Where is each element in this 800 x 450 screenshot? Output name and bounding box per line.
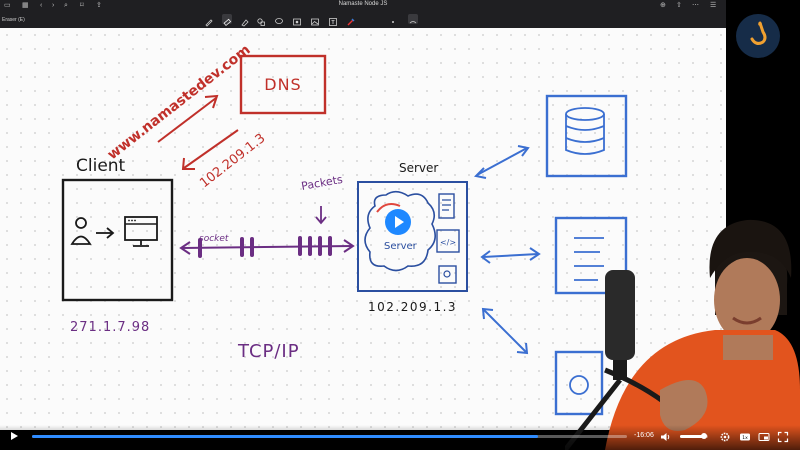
color-picker-icon[interactable] <box>346 14 356 26</box>
image-insert-icon[interactable] <box>310 14 320 26</box>
whiteboard-canvas[interactable] <box>0 28 726 430</box>
namaste-dev-logo <box>736 14 780 58</box>
window-title-bar: ▭ ▦ ‹ › ⌕ ⌑ ⇪ Namaste Node JS ⊕ ⇧ ⋯ ☰ <box>0 0 726 12</box>
back-icon[interactable]: ‹ <box>40 2 43 9</box>
shapes-icon[interactable] <box>256 14 266 26</box>
volume-fill <box>680 435 704 438</box>
upload-icon[interactable]: ⇧ <box>676 2 682 9</box>
svg-text:1x: 1x <box>742 435 748 441</box>
volume-icon[interactable] <box>660 430 672 442</box>
server-label: Server <box>399 161 438 175</box>
media-box <box>554 350 604 416</box>
dns-label: DNS <box>264 75 301 94</box>
server-ip: 102.209.1.3 <box>368 300 457 314</box>
add-page-icon[interactable] <box>408 14 418 24</box>
dns-reply-ip: 102.209.1.3 <box>197 131 268 191</box>
progress-bar[interactable] <box>32 435 627 438</box>
server-cloud <box>364 190 436 272</box>
presenter-webcam <box>565 190 800 450</box>
fullscreen-icon[interactable] <box>777 430 789 443</box>
client-ip: 271.1.7.98 <box>70 320 150 335</box>
search-icon[interactable]: ⌕ <box>64 2 68 9</box>
protocol-label: TCP/IP <box>237 341 300 362</box>
time-remaining: -16:06 <box>634 432 654 439</box>
highlighter-icon[interactable] <box>240 14 250 27</box>
tool-hint: Eraser (E) <box>2 17 25 23</box>
packets-label: Packets <box>300 173 344 193</box>
socket-label: socket <box>199 234 229 244</box>
bookmark-icon[interactable]: ⌑ <box>80 2 84 9</box>
plus-page-icon[interactable]: ⊕ <box>660 2 666 9</box>
grid-icon[interactable]: ▦ <box>22 2 29 9</box>
image-icon[interactable] <box>292 14 302 26</box>
packet-marks <box>198 236 332 258</box>
pip-icon[interactable] <box>758 430 770 442</box>
server-to-doc-arrow <box>480 247 541 264</box>
window-title: Namaste Node JS <box>338 1 388 7</box>
database-icon <box>565 107 605 155</box>
lasso-icon[interactable] <box>274 14 284 24</box>
server-to-media-arrow <box>481 307 529 355</box>
domain-label: www.namastedev.com <box>105 42 254 163</box>
database-box <box>545 94 628 178</box>
play-overlay-badge[interactable] <box>385 209 411 235</box>
client-box <box>61 178 174 302</box>
settings-icon[interactable] <box>719 430 731 442</box>
app-toolbar: ▭ ▦ ‹ › ⌕ ⌑ ⇪ Namaste Node JS ⊕ ⇧ ⋯ ☰ Er… <box>0 0 726 28</box>
dns-box <box>239 54 327 115</box>
pen-icon[interactable] <box>204 14 214 27</box>
dns-response-arrow <box>183 129 239 169</box>
file-icon <box>438 193 455 219</box>
code-icon <box>436 229 460 253</box>
share-icon[interactable]: ⇪ <box>96 2 102 9</box>
text-box-icon[interactable] <box>328 14 338 26</box>
menu-icon[interactable]: ☰ <box>710 2 717 9</box>
volume-knob[interactable] <box>700 433 707 439</box>
socket-line <box>181 245 353 249</box>
server-to-db-arrow <box>473 145 530 179</box>
sidebar-icon[interactable]: ▭ <box>4 2 11 9</box>
client-label: Client <box>76 156 126 176</box>
document-lines-icon <box>574 237 604 281</box>
image-file-icon <box>438 265 457 284</box>
speed-icon[interactable]: 1x <box>739 430 751 442</box>
more-icon[interactable] <box>388 14 398 24</box>
progress-fill <box>32 435 538 438</box>
document-box <box>554 216 628 295</box>
eraser-icon[interactable] <box>222 14 232 27</box>
volume-slider[interactable] <box>680 433 708 439</box>
svg-text:</>: </> <box>440 238 456 247</box>
forward-icon[interactable]: › <box>52 2 55 9</box>
more-options-icon[interactable]: ⋯ <box>692 2 699 9</box>
server-box <box>357 181 468 292</box>
play-icon[interactable] <box>8 429 20 441</box>
server-inner-label: Server <box>384 241 418 252</box>
user-icon <box>75 217 87 229</box>
dns-request-arrow <box>157 97 217 143</box>
